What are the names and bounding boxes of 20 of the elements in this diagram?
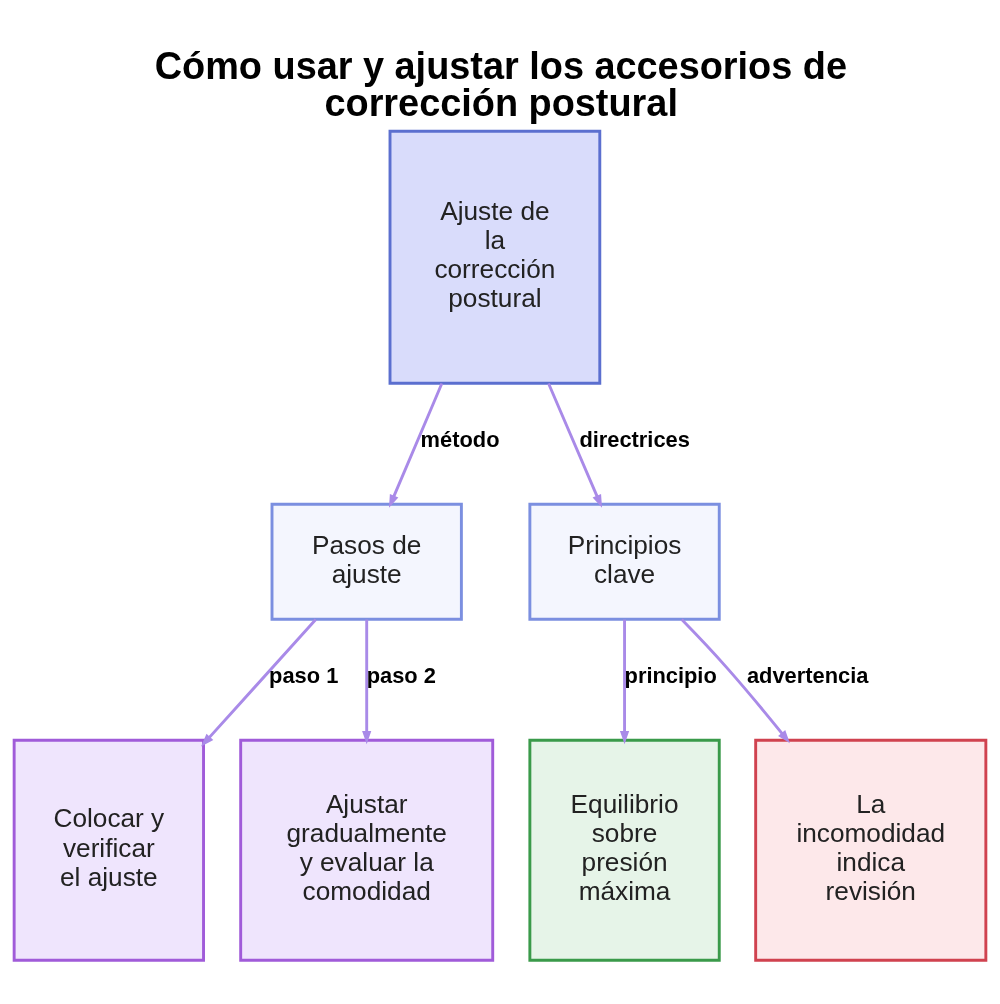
edge-label: directrices (579, 427, 690, 453)
edge-label: principio (624, 663, 717, 689)
node-box: Principios clave (528, 502, 721, 621)
arrow (547, 382, 603, 508)
node-box: La incomodidad indica revisión (754, 738, 988, 962)
arrow (619, 619, 630, 745)
edge-label: paso 2 (366, 663, 436, 689)
arrow (362, 619, 372, 745)
node-box: Ajuste de la corrección postural (388, 129, 602, 385)
edge-label: paso 1 (269, 663, 339, 689)
node-box: Equilibrio sobre presión máxima (528, 738, 721, 962)
arrow (680, 618, 790, 744)
node-box: Colocar y verificar el ajuste (12, 738, 205, 962)
diagram-title: Cómo usar y ajustar los accesorios de corrección postural (154, 44, 847, 125)
edge-label: advertencia (746, 663, 869, 689)
node-box: Ajustar gradualmente y evaluar la comodidad (239, 738, 495, 962)
edge-label: método (420, 427, 500, 453)
node-box: Pasos de ajuste (270, 502, 463, 621)
arrow (201, 618, 317, 747)
arrow (389, 382, 444, 508)
